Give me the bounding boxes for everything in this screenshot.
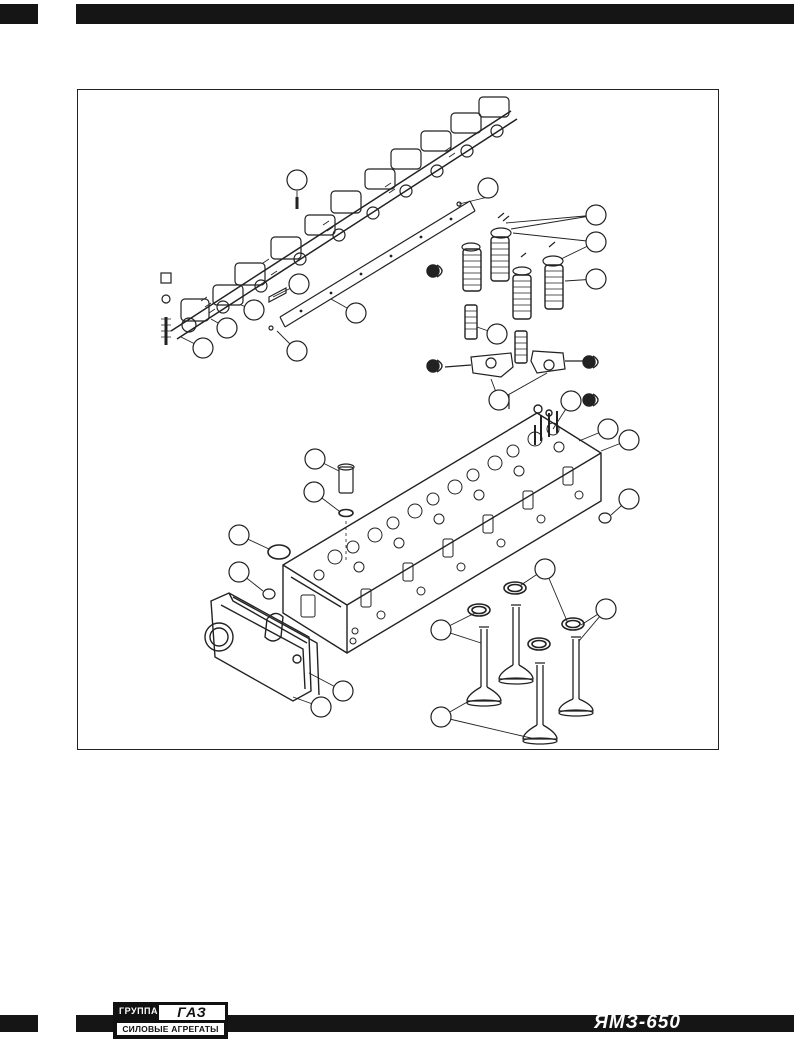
assembly-symbols — [426, 264, 599, 407]
logo-group-text: ГРУППА — [119, 1006, 159, 1016]
rocker-arm-assembly — [170, 96, 518, 340]
callout-markers — [192, 169, 640, 728]
header-bar — [76, 4, 794, 24]
exploded-view-figure — [77, 89, 719, 750]
rear-cover — [204, 592, 320, 702]
logo-brand-text: ГАЗ — [159, 1005, 225, 1020]
adjusting-screws — [160, 197, 462, 345]
gaz-group-logo: ГРУППА ГАЗ СИЛОВЫЕ АГРЕГАТЫ — [113, 1002, 228, 1039]
valves — [466, 604, 594, 745]
plugs — [262, 512, 612, 600]
rocker-shaft — [268, 200, 476, 328]
leader-lines — [180, 191, 630, 740]
cylinder-head — [282, 404, 602, 654]
footer-left-bar — [0, 1015, 38, 1032]
logo-subtitle: СИЛОВЫЕ АГРЕГАТЫ — [117, 1023, 224, 1035]
injector-sleeve — [337, 463, 355, 561]
injector-clamps — [444, 350, 583, 409]
footer-bar — [76, 1015, 794, 1032]
valve-springs — [461, 212, 564, 364]
cylinder-head-exploded-drawing — [160, 96, 640, 745]
valve-seat-inserts — [467, 581, 585, 651]
header-left-bar — [0, 4, 38, 24]
engine-model-name: ЯМЗ-650 — [594, 1012, 681, 1033]
